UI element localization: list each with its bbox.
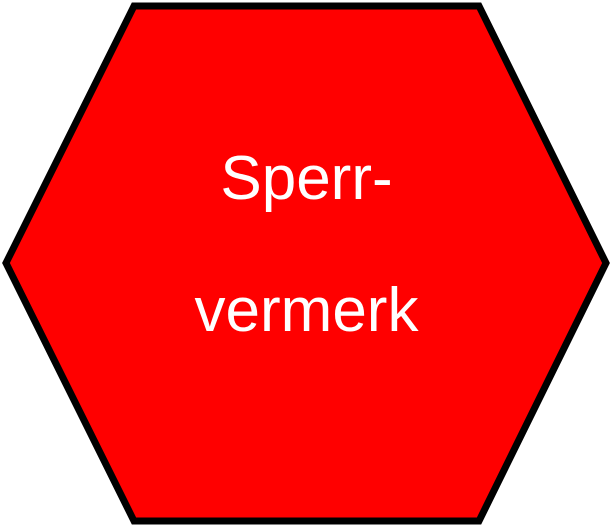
sign-label-line-1: Sperr-	[220, 144, 393, 213]
sign-label-line-2: vermerk	[194, 276, 419, 345]
